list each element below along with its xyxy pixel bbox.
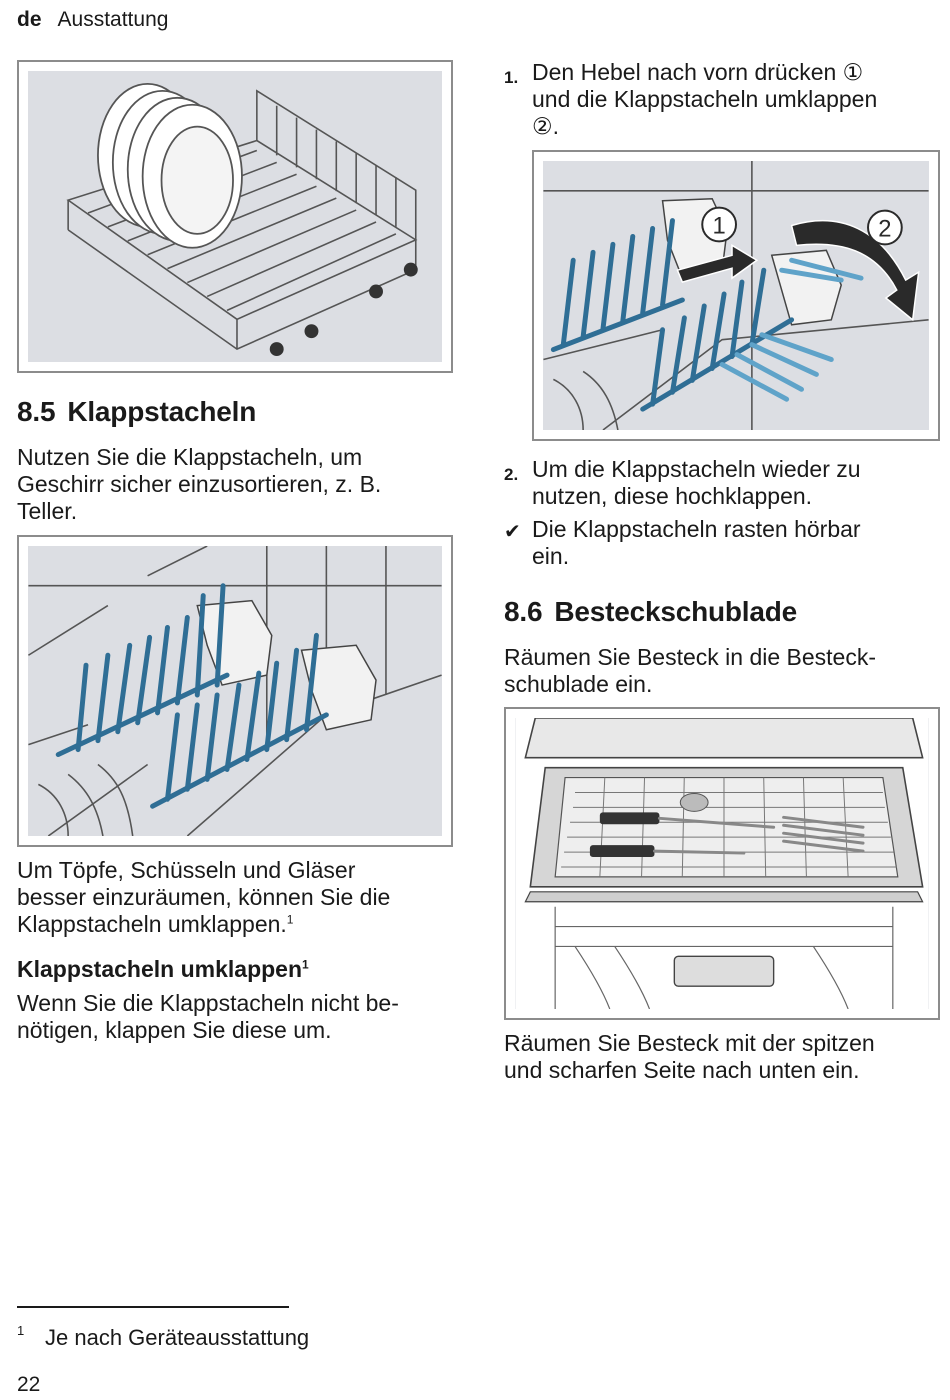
callout-1-label: 1 [713,212,726,239]
step-text: Den Hebel nach vorn drücken ① und die Kl… [532,59,877,140]
text-line: Wenn Sie die Klappstacheln nicht be- [17,990,399,1016]
figure-cutlery-drawer [504,707,940,1020]
basket-with-plates-illustration [66,83,418,357]
figure-folding-tines [17,535,453,847]
fold-down-tines-illustration: 1 2 [543,161,929,430]
step-result: ✔ Die Klappstacheln rasten hörbar ein. [504,516,934,574]
outro-paragraph-8-6: Räumen Sie Besteck mit der spitzen und s… [504,1030,875,1084]
body-paragraph-8-5: Um Töpfe, Schüsseln und Gläser besser ei… [17,857,390,938]
step-text: Um die Klappstacheln wieder zu nutzen, d… [532,456,861,510]
running-header: de Ausstattung [17,8,168,32]
text-line: und die Klappstacheln umklappen [532,86,878,112]
text-line: Räumen Sie Besteck in die Besteck- [504,644,877,670]
intro-paragraph-8-5: Nutzen Sie die Klappstacheln, um Geschir… [17,444,381,525]
footnote-mark: 1 [17,1323,25,1338]
step-number: 1. [504,68,519,87]
callout-2-label: 2 [878,215,891,242]
footnote-ref[interactable]: 1 [302,957,309,972]
cutlery-drawer-illustration [515,718,929,1009]
section-heading-8-5: 8.5 Klappstacheln [17,396,256,428]
section-number: 8.5 [17,396,56,427]
text-line: besser einzuräumen, können Sie die [17,884,391,910]
footnote-divider [17,1306,289,1308]
checkmark-icon: ✔ [504,521,521,543]
subheading-text: Klappstacheln umklappen [17,956,303,982]
folding-tines-illustration [28,546,442,836]
text-line: ein. [532,543,570,569]
text-line: Räumen Sie Besteck mit der spitzen [504,1030,875,1056]
text-line: ②. [532,113,560,139]
text-line: nutzen, diese hochklappen. [532,483,813,509]
text-line: Den Hebel nach vorn drücken ① [532,59,864,85]
text-line: Teller. [17,498,78,524]
text-line: schublade ein. [504,671,653,697]
section-title: Besteckschublade [554,596,798,627]
text-line: Um die Klappstacheln wieder zu [532,456,861,482]
text-line: Nutzen Sie die Klappstacheln, um [17,444,363,470]
text-line-with-footnote: Klappstacheln umklappen.1 [17,911,390,938]
text-line: nötigen, klappen Sie diese um. [17,1017,332,1043]
step-number: 2. [504,465,519,484]
footnote-ref[interactable]: 1 [286,912,294,927]
step-1: 1. Den Hebel nach vorn drücken ① und die… [504,59,934,144]
text-line: Um Töpfe, Schüsseln und Gläser [17,857,356,883]
step-2: 2. Um die Klappstacheln wieder zu nutzen… [504,456,934,514]
result-text: Die Klappstacheln rasten hörbar ein. [532,516,861,570]
language-tag: de [17,8,42,31]
sub-paragraph-8-5: Wenn Sie die Klappstacheln nicht be- nöt… [17,990,399,1044]
footnote-text: Je nach Geräteausstattung [45,1325,310,1350]
text-line: und scharfen Seite nach unten ein. [504,1057,860,1083]
section-title: Klappstacheln [67,396,257,427]
figure-fold-down-tines: 1 2 [532,150,940,441]
text-line: Geschirr sicher einzusortieren, z. B. [17,471,382,497]
section-heading-8-6: 8.6 Besteckschublade [504,596,797,628]
chapter-name: Ausstattung [57,8,169,31]
figure-upper-basket [17,60,453,373]
text-line: Die Klappstacheln rasten hörbar [532,516,861,542]
page-number: 22 [17,1373,41,1396]
section-number: 8.6 [504,596,543,627]
subheading-klappstacheln-umklappen: Klappstacheln umklappen1 [17,956,309,983]
intro-paragraph-8-6: Räumen Sie Besteck in die Besteck- schub… [504,644,876,698]
text-line: Klappstacheln umklappen. [17,911,287,937]
